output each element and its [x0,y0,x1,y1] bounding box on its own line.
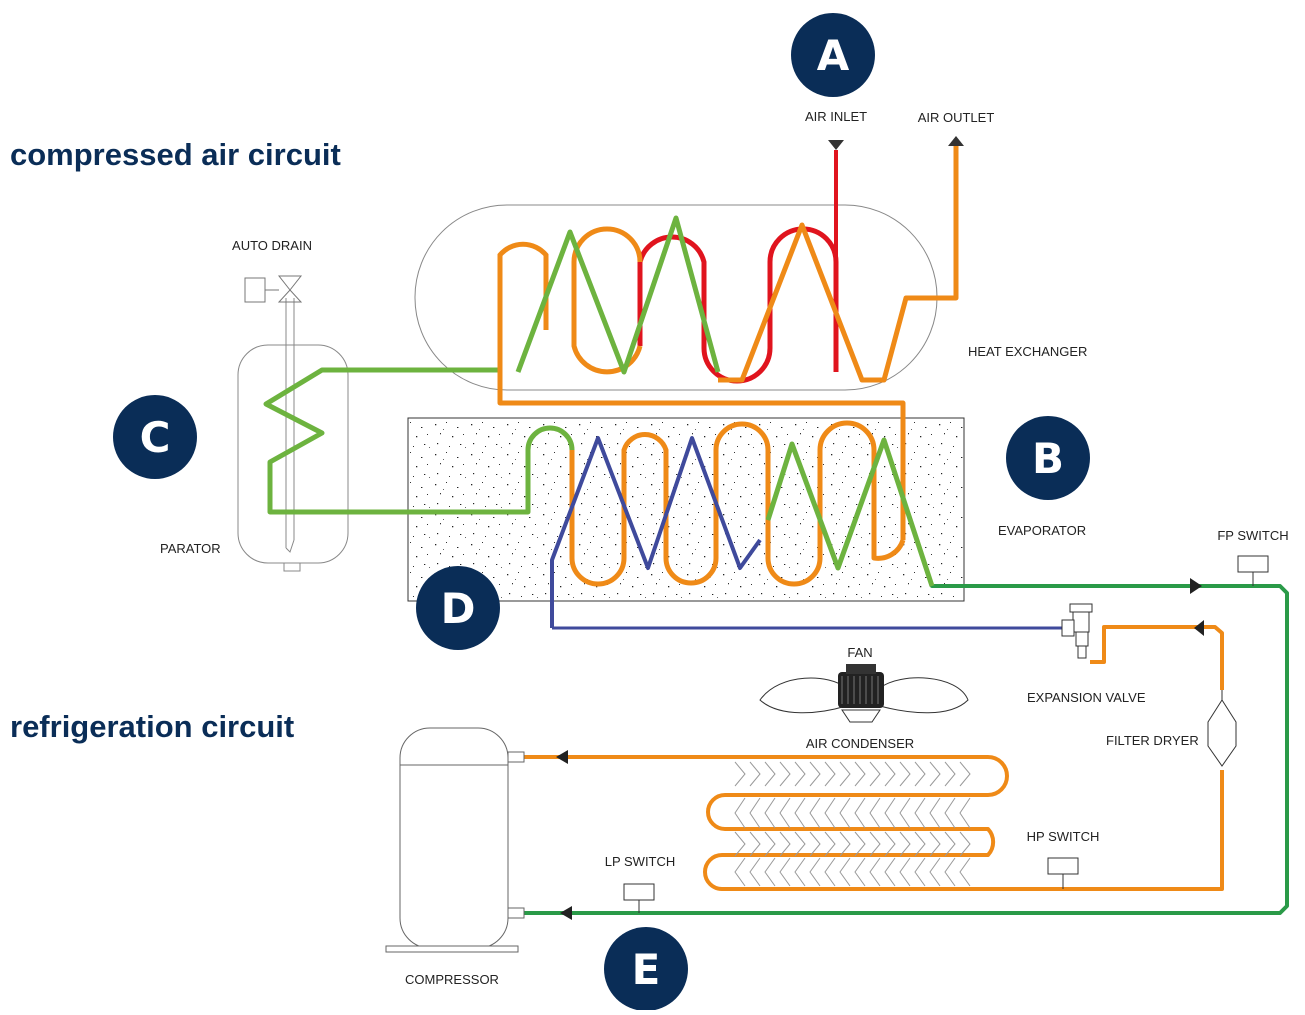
fp-switch-label: FP SWITCH [1217,528,1288,543]
badge-d-letter: D [441,584,476,633]
fp-switch-icon [1237,555,1269,586]
expansion-valve-icon [1061,603,1093,659]
discharge-arrow [556,750,568,764]
compressor-icon [385,727,525,953]
refrigerant-evaporator-coil [550,436,762,628]
evaporator-warm-coil [569,420,906,587]
air-outlet-label: AIR OUTLET [918,110,995,125]
suction-arrow-left [560,906,572,920]
compressed-air-circuit-heading: compressed air circuit [10,137,341,172]
hot-air-coil [637,226,839,384]
hx-to-evaporator-pipe [497,370,906,540]
warm-air-coil-2 [497,241,549,370]
separator-vessel [237,344,349,564]
air-inlet-label: AIR INLET [805,109,867,124]
badge-c: C [113,395,197,479]
fan-label: FAN [847,645,872,660]
air-inlet-arrow [828,140,844,150]
liquid-arrow [1194,620,1204,636]
lp-switch-icon [623,883,655,913]
badge-b: B [1006,416,1090,500]
badge-a: A [791,13,875,97]
liquid-line-to-valve [1090,625,1224,690]
badge-c-letter: C [140,413,171,462]
condenser-fins [734,761,971,887]
expansion-valve-label: EXPANSION VALVE [1027,690,1146,705]
fan-icon [759,664,969,723]
filter-dryer-icon [1207,690,1237,767]
suction-arrow-right [1190,578,1202,594]
badge-d: D [416,566,500,650]
auto-drain-label: AUTO DRAIN [232,238,312,253]
badge-e: E [604,927,688,1011]
heat-exchanger-label: HEAT EXCHANGER [968,344,1087,359]
hp-switch-icon [1047,857,1079,889]
badge-a-letter: A [817,31,850,80]
air-outlet-arrow [948,136,964,146]
badge-b-letter: B [1032,434,1064,483]
air-outlet-pipe [718,145,959,383]
separator-label: PARATOR [160,541,221,556]
heat-exchanger-vessel [414,204,938,391]
filter-dryer-label: FILTER DRYER [1106,733,1199,748]
cold-air-zigzag-evaporator [765,437,935,587]
compressor-label: COMPRESSOR [405,972,499,987]
hp-switch-label: HP SWITCH [1027,829,1100,844]
auto-drain-valve-icon [244,275,303,303]
evaporator-label: EVAPORATOR [998,523,1086,538]
badge-e-letter: E [632,945,661,994]
warm-air-coil-1 [571,226,643,375]
separator-drain-port [283,562,301,572]
condenser-coil [524,755,1224,891]
lp-switch-label: LP SWITCH [605,854,676,869]
air-condenser-label: AIR CONDENSER [806,736,914,751]
refrigeration-circuit-heading: refrigeration circuit [10,709,294,744]
cold-air-pipe [263,367,575,515]
cold-air-zigzag-hx [515,215,721,375]
